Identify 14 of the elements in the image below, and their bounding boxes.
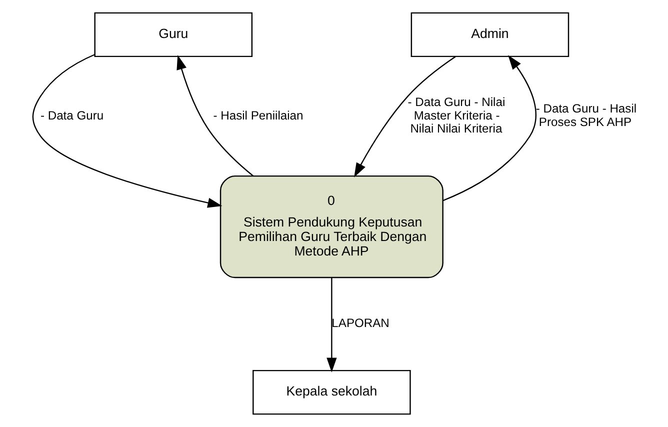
node-box: 0 Sistem Pendukung Keputusan Pemilihan Guru Terbaik Dengan Metode AHP (219, 175, 443, 278)
node-box: Kepala sekolah (252, 370, 410, 415)
edge-label: - Hasil Peniilaian (212, 108, 303, 122)
edge-label: - Data Guru - Hasil Proses SPK AHP (535, 102, 636, 129)
arrow (176, 54, 254, 176)
node-box: Guru (94, 12, 252, 58)
edge-label: LAPORAN (331, 316, 389, 330)
arrow (32, 54, 222, 208)
node-box: Admin (410, 12, 569, 58)
arrow (326, 278, 336, 372)
arrow (354, 56, 456, 178)
arrow (442, 55, 536, 202)
edge-label: - Data Guru (40, 108, 104, 122)
edge-label: - Data Guru - Nilai Master Kriteria - Nilai Nilai Kriteria (407, 94, 505, 136)
